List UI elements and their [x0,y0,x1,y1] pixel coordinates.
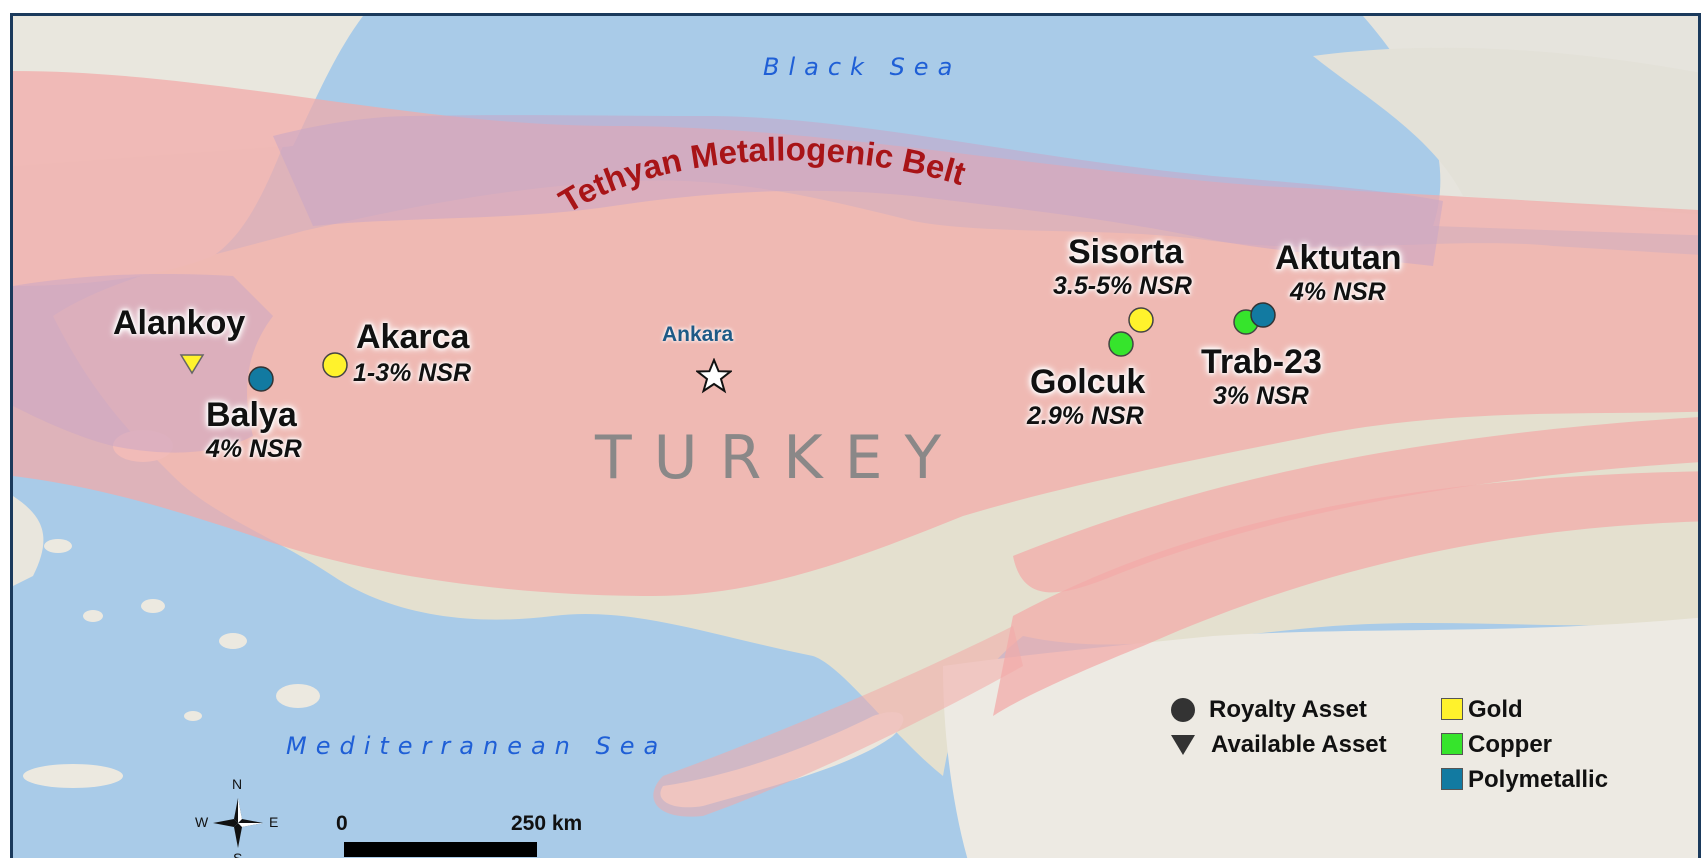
akarca-marker-icon[interactable] [322,352,348,378]
aktutan-label: Aktutan [1275,239,1402,277]
scale-end-label: 250 km [511,812,583,835]
mediterranean-sea-label: Mediterranean Sea [286,732,668,760]
trab23-nsr: 3% NSR [1213,382,1309,410]
legend-copper-swatch [1441,733,1463,755]
asset-markers [179,302,1276,392]
legend-royalty-label: Royalty Asset [1209,696,1367,723]
trab23-label: Trab-23 [1201,343,1322,381]
legend-available-icon [1171,735,1195,755]
aktutan-marker-icon[interactable] [1250,302,1276,328]
compass-e: E [269,814,279,830]
sisorta-nsr: 3.5-5% NSR [1053,272,1192,300]
compass-w: W [195,814,209,830]
compass-n: N [232,776,243,792]
sisorta-label: Sisorta [1068,233,1184,271]
caucasus-land [1313,47,1698,215]
belt-west-overlap [13,274,273,453]
legend-royalty-icon [1171,698,1195,722]
akarca-nsr: 1-3% NSR [353,359,472,387]
aktutan-nsr: 4% NSR [1290,278,1386,306]
alankoy-marker-icon[interactable] [179,354,205,375]
scale-bar [344,842,537,857]
map-frame: Black Sea Mediterranean Sea Tethyan Meta… [10,13,1701,858]
legend-shape-icons [1171,698,1195,755]
belt-cyprus [653,626,1023,817]
legend-polymetallic-label: Polymetallic [1468,766,1609,793]
legend-gold-swatch [1441,698,1463,720]
golcuk-marker-icon[interactable] [1108,331,1134,357]
scale-start-label: 0 [336,812,348,835]
legend-available-label: Available Asset [1211,731,1387,758]
levant-land [943,617,1698,858]
greece-land [13,496,44,586]
capital-label: Ankara [662,323,734,346]
legend-gold-label: Gold [1468,696,1523,723]
belt-label-layer: Tethyan Metallogenic Belt [552,130,969,220]
belt-north-overlap [273,115,1443,266]
balya-label: Balya [206,396,297,434]
balya-nsr: 4% NSR [206,435,302,463]
black-sea-label: Black Sea [763,53,962,81]
legend-copper-label: Copper [1468,731,1552,758]
balya-marker-icon[interactable] [248,366,274,392]
akarca-label: Akarca [356,318,470,356]
sisorta-marker-icon[interactable] [1128,307,1154,333]
map-canvas [13,16,1698,858]
belt-south-2 [993,471,1698,716]
legend-polymetallic-swatch [1441,768,1463,790]
capital-star-icon [696,358,732,394]
compass-rose-icon [213,798,263,848]
golcuk-nsr: 2.9% NSR [1027,402,1144,430]
alankoy-label: Alankoy [113,304,246,342]
compass-s: S [233,850,243,858]
golcuk-label: Golcuk [1030,363,1146,401]
country-label: TURKEY [595,423,964,493]
